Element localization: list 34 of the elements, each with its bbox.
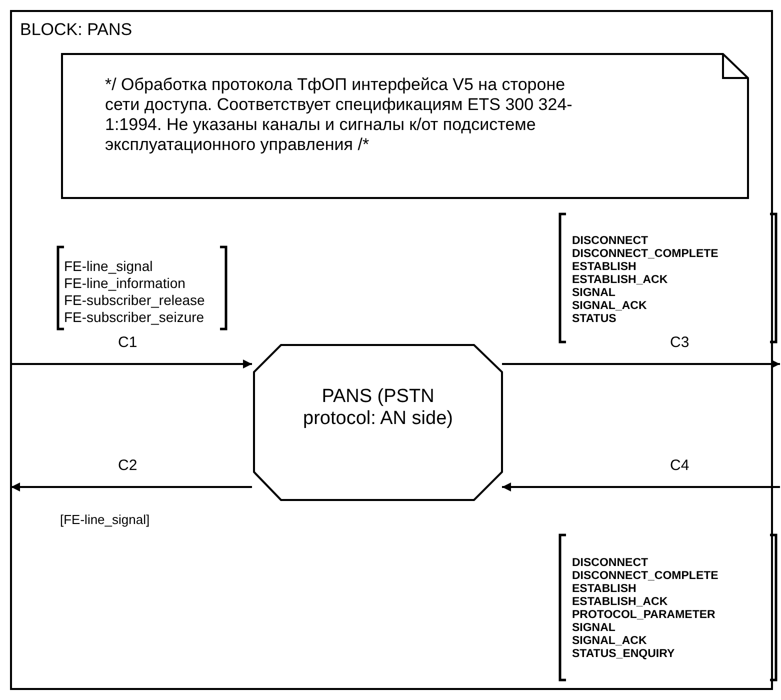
process-block — [253, 344, 503, 501]
signal-name: DISCONNECT_COMPLETE — [572, 248, 718, 261]
channel-name: C3 — [670, 334, 690, 351]
process-name: PANS (PSTN protocol: AN side) — [302, 386, 454, 430]
channel-arrow — [11, 482, 252, 492]
channel-arrow — [502, 482, 780, 492]
signal-name: SIGNAL — [572, 287, 616, 300]
block-frame — [10, 10, 773, 690]
signal-name: ESTABLISH_ACK — [572, 274, 668, 287]
signal-name: DISCONNECT — [572, 235, 648, 248]
signal-name: ESTABLISH — [572, 261, 636, 274]
signal-name: SIGNAL_ACK — [572, 635, 647, 648]
signal-name: STATUS_ENQUIRY — [572, 648, 675, 661]
comment-text: */ Обработка протокола ТфОП интерфейса V5 на стороне сети доступа. Соответствует спецификациям ETS 300 324-1:1994. Не указаны каналы и сигналы к/от подсистеме эксплуатационного управления /* — [105, 75, 574, 155]
signal-name: ESTABLISH_ACK — [572, 596, 668, 609]
signal-name: DISCONNECT_COMPLETE — [572, 570, 718, 583]
signal-name: FE-subscriber_release — [64, 292, 205, 309]
block-title: BLOCK: PANS — [20, 20, 132, 40]
signal-name: SIGNAL — [572, 622, 616, 635]
signal-name: FE-subscriber_seizure — [64, 309, 204, 326]
channel-arrow — [502, 360, 780, 368]
signal-name: PROTOCOL_PARAMETER — [572, 609, 716, 622]
channel-name: C2 — [118, 457, 138, 474]
signal-name: FE-line_signal — [64, 258, 153, 275]
signal-name: FE-line_information — [64, 275, 186, 292]
channel-name: C1 — [118, 334, 138, 351]
signal-name: ESTABLISH — [572, 583, 636, 596]
signal-name: STATUS — [572, 313, 616, 326]
signal-name: DISCONNECT — [572, 557, 648, 570]
signal-name: SIGNAL_ACK — [572, 300, 647, 313]
channel-name: C4 — [670, 457, 690, 474]
comment-note — [61, 53, 749, 199]
signal-name: [FE-line_signal] — [60, 512, 150, 528]
channel-arrow — [11, 360, 252, 368]
